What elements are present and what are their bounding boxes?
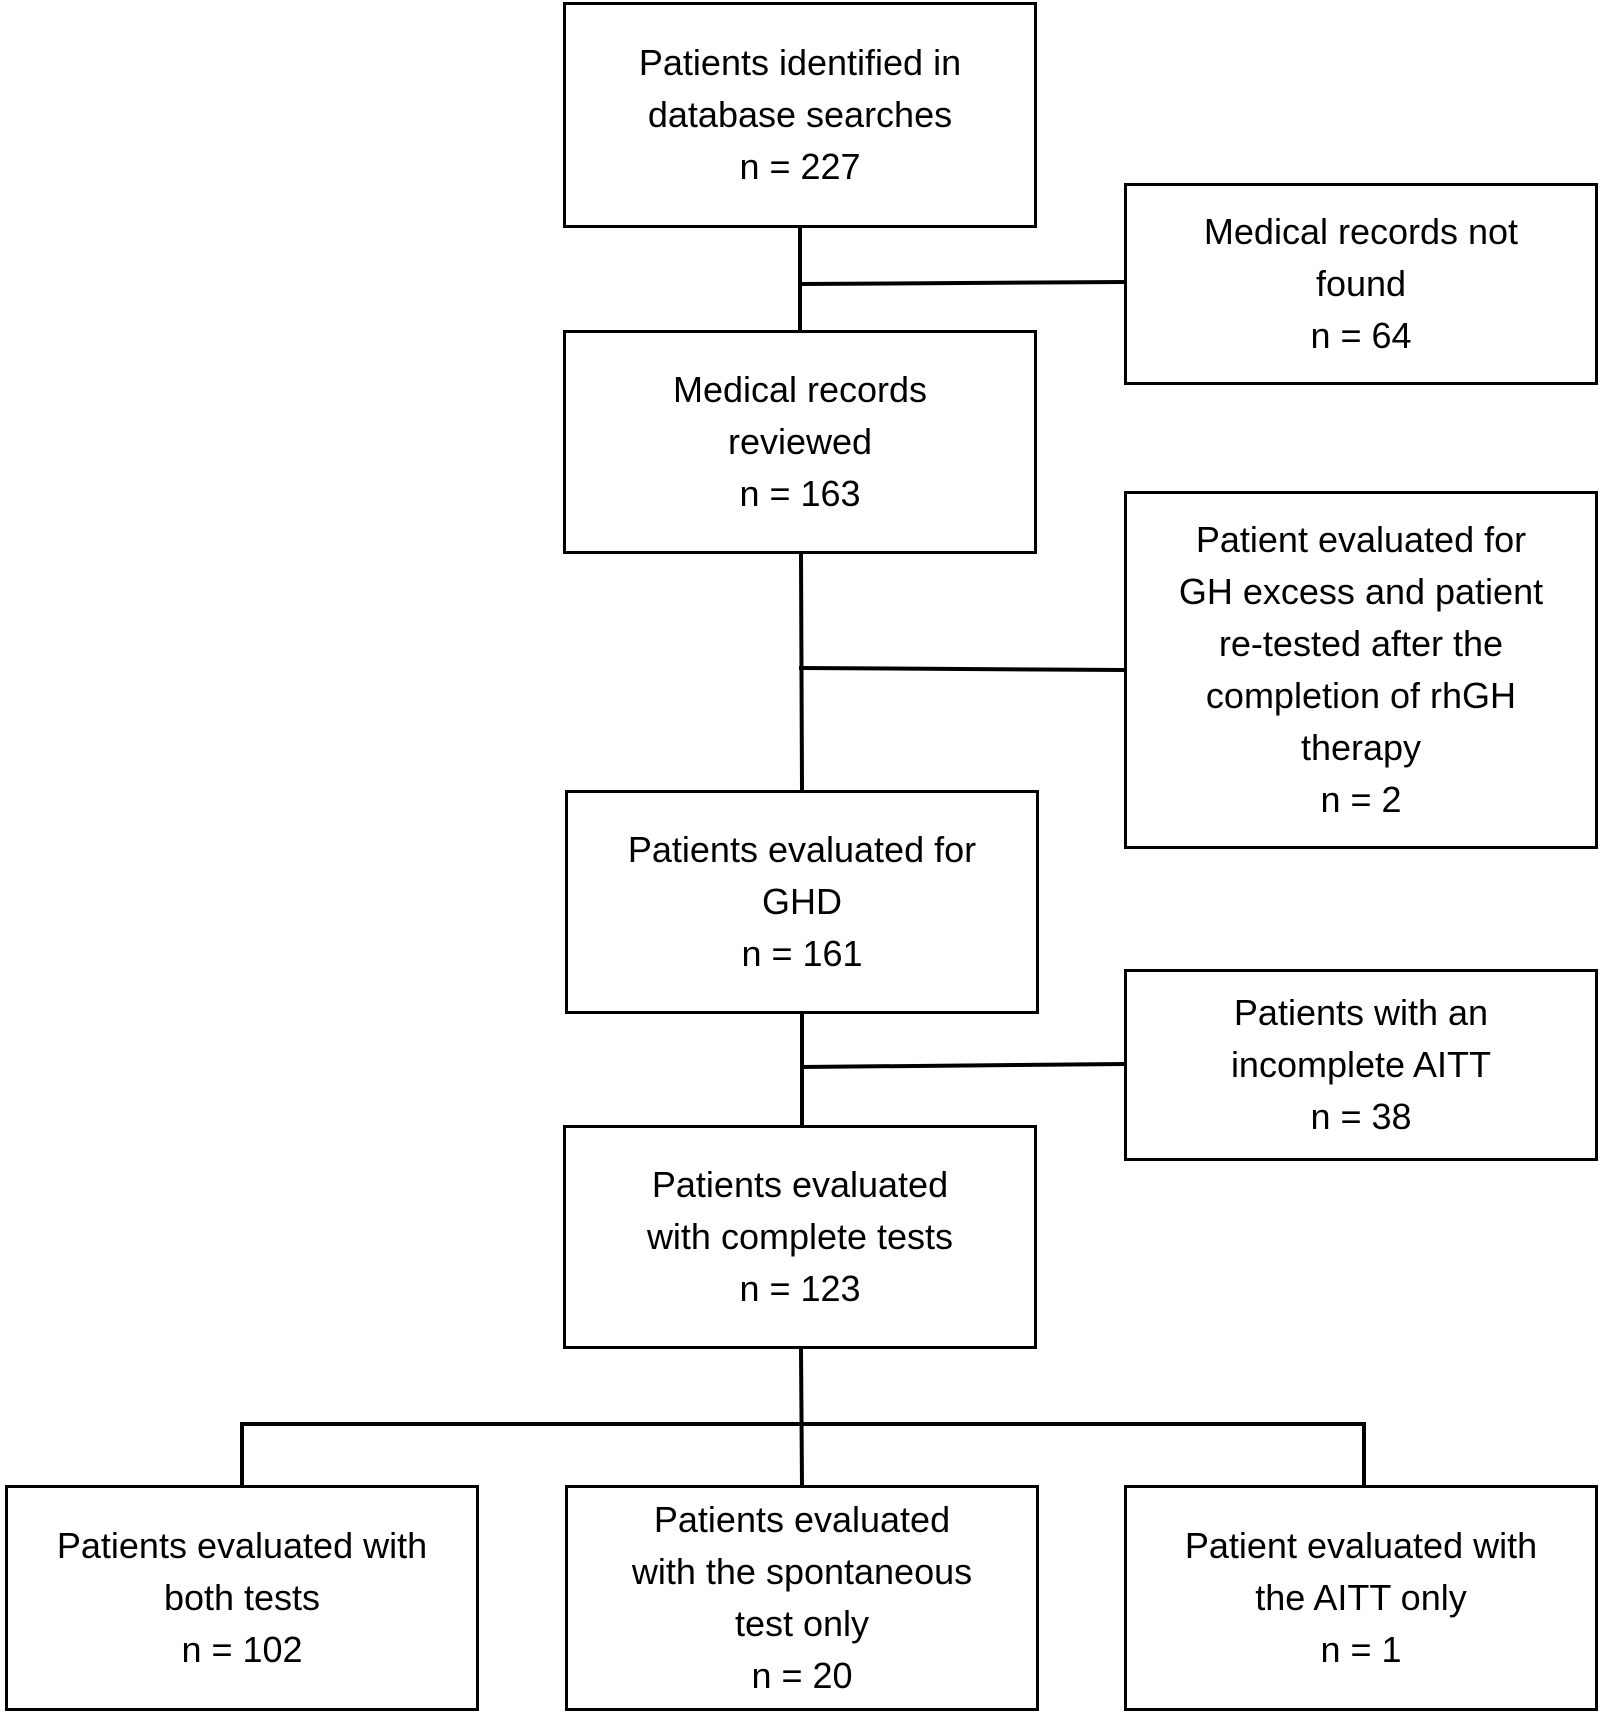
box-count: n = 1 (1320, 1629, 1402, 1670)
box-text-line: Patients evaluated with (56, 1525, 428, 1566)
box-text-line: Patients evaluated for (627, 829, 977, 870)
box-count: n = 2 (1320, 779, 1402, 820)
box-text-line: completion of rhGH (1205, 675, 1517, 716)
box-text-line: Patient evaluated with (1184, 1525, 1538, 1566)
box-text-line: Patient evaluated for (1195, 519, 1527, 560)
box-records-reviewed: Medical records reviewed n = 163 (563, 330, 1037, 554)
connector-to-not-found (797, 279, 1127, 287)
box-count: n = 102 (181, 1629, 303, 1670)
box-count: n = 227 (739, 146, 861, 187)
box-count: n = 163 (739, 473, 861, 514)
box-count: n = 161 (741, 933, 863, 974)
connector-complete-to-split (798, 1346, 805, 1488)
connector-to-incomplete (799, 1061, 1127, 1070)
box-gh-excess-retested: Patient evaluated for GH excess and pati… (1124, 491, 1598, 849)
box-records-not-found: Medical records not found n = 64 (1124, 183, 1598, 385)
box-text-line: Patients identified in (638, 42, 962, 83)
box-text-line: test only (734, 1603, 870, 1644)
box-incomplete-aitt: Patients with an incomplete AITT n = 38 (1124, 969, 1598, 1161)
box-text-line: GHD (762, 881, 842, 922)
box-text-line: incomplete AITT (1230, 1044, 1492, 1085)
box-text-line: therapy (1300, 727, 1422, 768)
box-spontaneous-test-only: Patients evaluated with the spontaneous … (565, 1485, 1039, 1711)
box-complete-tests: Patients evaluated with complete tests n… (563, 1125, 1037, 1349)
box-count: n = 123 (739, 1268, 861, 1309)
box-text-line: re-tested after the (1218, 623, 1504, 664)
box-text-line: GH excess and patient (1178, 571, 1544, 612)
box-patients-identified: Patients identified in database searches… (563, 2, 1037, 228)
box-count: n = 20 (751, 1655, 853, 1696)
box-text-line: Patients with an (1233, 992, 1489, 1033)
connector-to-excluded (798, 665, 1127, 673)
box-text-line: database searches (647, 94, 953, 135)
box-both-tests: Patients evaluated with both tests n = 1… (5, 1485, 479, 1711)
box-aitt-only: Patient evaluated with the AITT only n =… (1124, 1485, 1598, 1711)
connector-reviewed-to-ghd (798, 551, 805, 793)
box-text-line: Medical records (672, 369, 928, 410)
box-evaluated-for-ghd: Patients evaluated for GHD n = 161 (565, 790, 1039, 1014)
box-text-line: reviewed (727, 421, 873, 462)
box-text-line: with complete tests (646, 1216, 954, 1257)
box-text-line: with the spontaneous (631, 1551, 973, 1592)
box-text-line: Patients evaluated (653, 1499, 951, 1540)
box-count: n = 38 (1310, 1096, 1412, 1137)
box-text-line: Medical records not (1203, 211, 1519, 252)
box-text-line: found (1315, 263, 1407, 304)
box-count: n = 64 (1310, 315, 1412, 356)
box-text-line: Patients evaluated (651, 1164, 949, 1205)
box-text-line: both tests (163, 1577, 321, 1618)
box-text-line: the AITT only (1255, 1577, 1467, 1618)
